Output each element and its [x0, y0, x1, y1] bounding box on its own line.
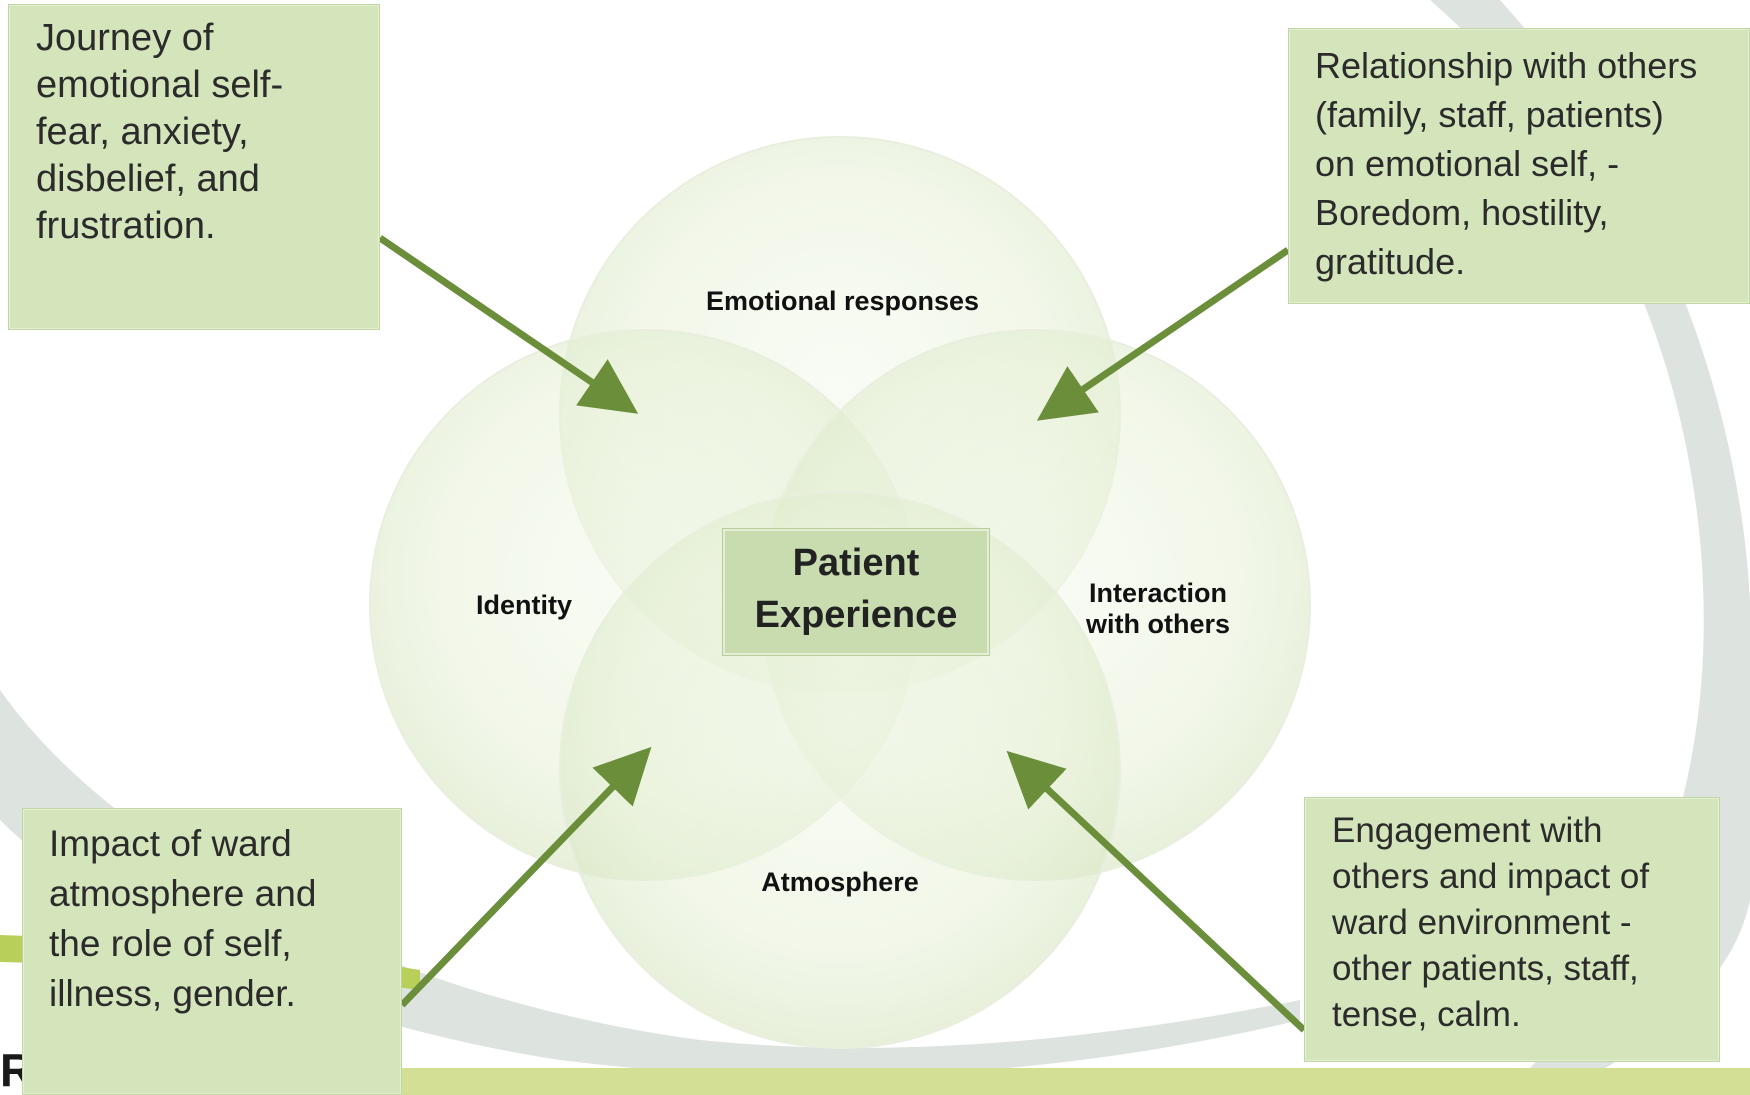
logo-fragment: R	[0, 1046, 26, 1095]
arrow-bottom-right	[1006, 750, 1307, 1033]
circle-label-identity: Identity	[475, 590, 572, 620]
arrow-top-right	[1036, 247, 1290, 421]
callout-relationship-others: Relationship with others (family, staff,…	[1288, 28, 1750, 304]
circle-label-atmosphere: Atmosphere	[761, 867, 919, 897]
arrow-top-left	[378, 235, 639, 414]
arrow-bottom-left	[399, 746, 652, 1008]
callout-ward-atmosphere: Impact of ward atmosphere and the role o…	[22, 808, 402, 1095]
circle-label-emotional-responses: Emotional responses	[705, 286, 980, 316]
center-label-patient-experience: Patient Experience	[722, 528, 990, 656]
callout-emotional-journey: Journey of emotional self- fear, anxiety…	[8, 4, 380, 330]
bottom-bar	[398, 1068, 1750, 1095]
callout-engagement: Engagement with others and impact of war…	[1304, 797, 1720, 1062]
circle-label-interaction: Interaction with others	[1085, 578, 1230, 639]
